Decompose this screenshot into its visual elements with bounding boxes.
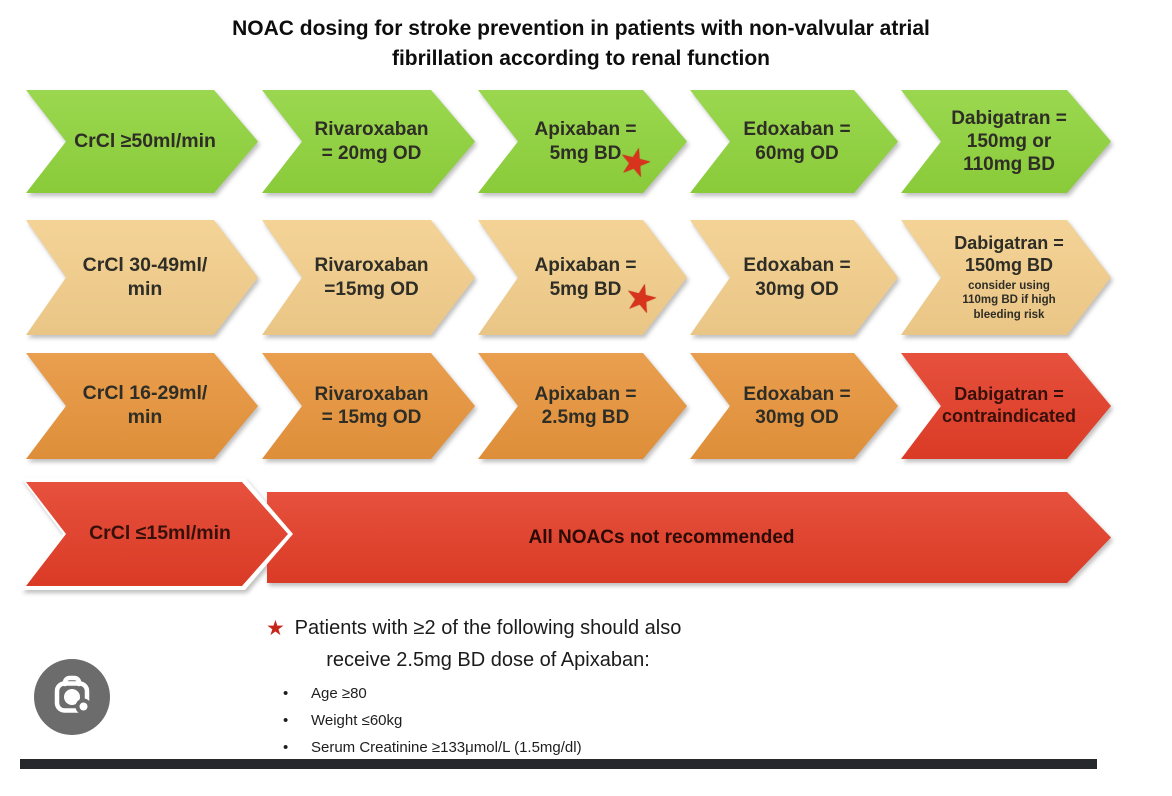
drug-dose-label: Edoxaban = 60mg OD bbox=[743, 119, 851, 164]
crcl-label: CrCl ≥50ml/min bbox=[74, 129, 216, 152]
crcl-cell: CrCl 30-49ml/ min bbox=[26, 220, 258, 335]
not-recommended-banner: All NOACs not recommended bbox=[267, 492, 1111, 583]
drug-cell-dabigatran: Dabigatran = 150mg BD consider using 110… bbox=[901, 220, 1111, 335]
crcl-label: CrCl ≤15ml/min bbox=[89, 522, 231, 545]
drug-cell-apixaban: Apixaban = 2.5mg BD bbox=[478, 353, 687, 459]
crcl-cell: CrCl 16-29ml/ min bbox=[26, 353, 258, 459]
google-lens-camera-icon bbox=[34, 659, 110, 735]
crcl-cell: CrCl ≥50ml/min bbox=[26, 90, 258, 193]
drug-cell-edoxaban: Edoxaban = 30mg OD bbox=[690, 353, 898, 459]
footnote-star-icon: ★ bbox=[266, 617, 285, 640]
google-lens-button[interactable] bbox=[34, 659, 110, 735]
drug-cell-rivaroxaban: Rivaroxaban = 15mg OD bbox=[262, 353, 475, 459]
drug-dose-label: Edoxaban = 30mg OD bbox=[743, 255, 851, 300]
drug-cell-rivaroxaban: Rivaroxaban =15mg OD bbox=[262, 220, 475, 335]
drug-dose-label: Dabigatran = 150mg BD bbox=[954, 232, 1064, 275]
drug-dose-note: consider using 110mg BD if high bleeding… bbox=[962, 279, 1056, 321]
footnote-bullet-list: Age ≥80 Weight ≤60kg Serum Creatinine ≥1… bbox=[281, 680, 582, 761]
drug-cell-rivaroxaban: Rivaroxaban = 20mg OD bbox=[262, 90, 475, 193]
drug-cell-dabigatran: Dabigatran = 150mg or 110mg BD bbox=[901, 90, 1111, 193]
renal-row-crcl-15less: All NOACs not recommended CrCl ≤15ml/min bbox=[0, 482, 1172, 586]
banner-label: All NOACs not recommended bbox=[528, 526, 795, 548]
bottom-divider bbox=[20, 759, 1097, 769]
renal-row-crcl-16-29: CrCl 16-29ml/ min Rivaroxaban = 15mg OD … bbox=[0, 353, 1172, 459]
footnote-bullet-age: Age ≥80 bbox=[281, 680, 582, 707]
crcl-label: CrCl 30-49ml/ min bbox=[82, 253, 208, 300]
footnote-bullet-weight: Weight ≤60kg bbox=[281, 707, 582, 734]
apixaban-star-icon: ★ bbox=[613, 138, 657, 188]
drug-cell-edoxaban: Edoxaban = 60mg OD bbox=[690, 90, 898, 193]
page-title: NOAC dosing for stroke prevention in pat… bbox=[232, 17, 930, 70]
renal-row-crcl-50plus: CrCl ≥50ml/min Rivaroxaban = 20mg OD Api… bbox=[0, 90, 1172, 193]
drug-cell-apixaban: Apixaban = 5mg BD ★ bbox=[478, 90, 687, 193]
drug-dose-label: Rivaroxaban = 20mg OD bbox=[314, 119, 429, 164]
drug-dose-label: Apixaban = 5mg BD bbox=[534, 119, 637, 164]
renal-row-crcl-30-49: CrCl 30-49ml/ min Rivaroxaban =15mg OD A… bbox=[0, 220, 1172, 335]
drug-dose-label: Apixaban = 2.5mg BD bbox=[534, 383, 637, 428]
drug-cell-dabigatran-contraindicated: Dabigatran = contraindicated bbox=[901, 353, 1111, 459]
drug-dose-label: Apixaban = 5mg BD bbox=[534, 255, 637, 300]
drug-dose-label: Rivaroxaban =15mg OD bbox=[314, 255, 429, 300]
crcl-cell: CrCl ≤15ml/min bbox=[26, 482, 288, 586]
drug-dose-label: Dabigatran = contraindicated bbox=[941, 384, 1077, 426]
drug-dose-label: Rivaroxaban = 15mg OD bbox=[314, 383, 429, 428]
footnote-heading: Patients with ≥2 of the following should… bbox=[294, 617, 682, 672]
crcl-label: CrCl 16-29ml/ min bbox=[82, 382, 208, 428]
drug-dose-label: Edoxaban = 30mg OD bbox=[743, 383, 851, 428]
drug-cell-apixaban: Apixaban = 5mg BD ★ bbox=[478, 220, 687, 335]
footnote-bullet-creatinine: Serum Creatinine ≥133μmol/L (1.5mg/dl) bbox=[281, 734, 582, 761]
apixaban-star-icon: ★ bbox=[619, 274, 663, 324]
drug-cell-edoxaban: Edoxaban = 30mg OD bbox=[690, 220, 898, 335]
drug-dose-label: Dabigatran = 150mg or 110mg BD bbox=[951, 107, 1067, 176]
